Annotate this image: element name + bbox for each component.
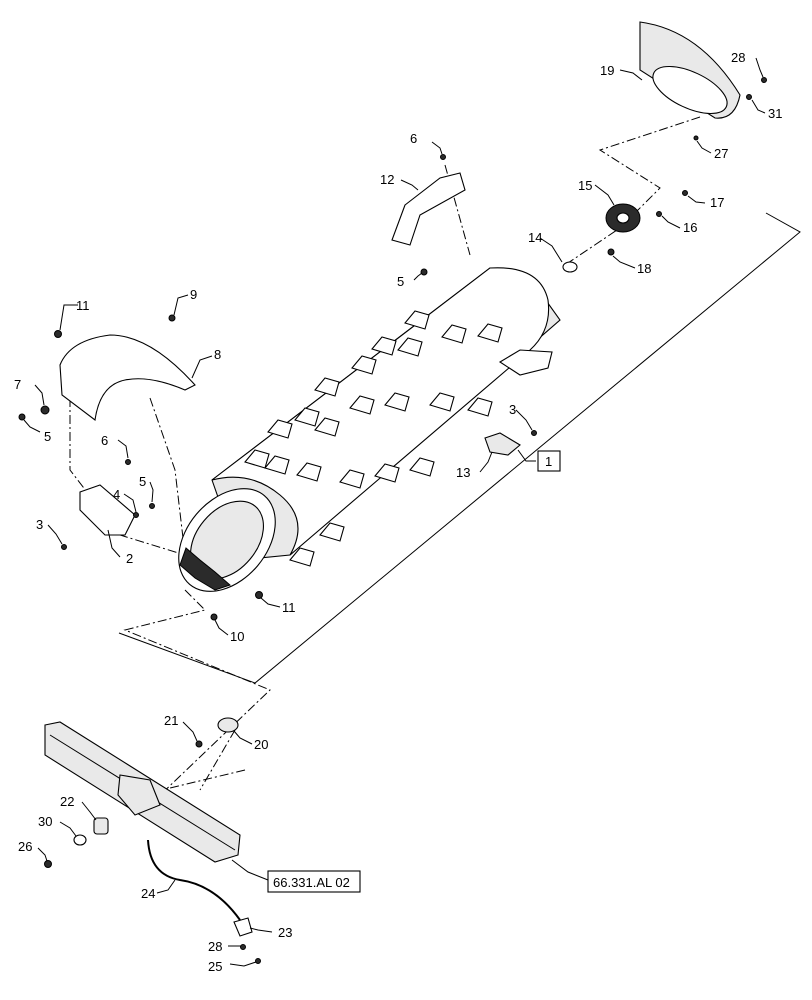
callout-1: 1 (545, 454, 552, 469)
callout-16: 16 (683, 220, 697, 235)
hardware (18, 77, 767, 964)
flange (217, 717, 239, 733)
callout-23: 23 (278, 925, 292, 940)
sprocket (605, 203, 641, 233)
callout-30: 30 (38, 814, 52, 829)
shield-disc (639, 21, 741, 119)
callout-6-top: 6 (410, 131, 417, 146)
callout-25: 25 (208, 959, 222, 974)
callout-1-box: 1 (537, 450, 561, 472)
rotor-tines (244, 310, 503, 567)
callout-15: 15 (578, 178, 592, 193)
plate (79, 484, 136, 536)
lower-frame (44, 721, 241, 863)
bracket (484, 432, 521, 456)
callout-5-top: 5 (397, 274, 404, 289)
reference-box[interactable]: 66.331.AL 02 (267, 870, 361, 893)
callout-2: 2 (126, 551, 133, 566)
callout-28: 28 (208, 939, 222, 954)
callout-29: 28 (731, 50, 745, 65)
callout-3-left: 3 (36, 517, 43, 532)
leader-lines (23, 57, 766, 967)
callout-labels: 11 9 8 7 5 6 4 5 3 2 11 10 6 12 5 14 15 … (14, 50, 782, 974)
reference-label[interactable]: 66.331.AL 02 (273, 875, 350, 890)
callout-4: 4 (113, 487, 120, 502)
callout-12: 12 (380, 172, 394, 187)
rotor-drum (178, 267, 561, 592)
callout-19: 19 (600, 63, 614, 78)
callout-31: 31 (768, 106, 782, 121)
washer (562, 261, 578, 273)
callout-20: 20 (254, 737, 268, 752)
callout-8: 8 (214, 347, 221, 362)
assembly-outline (118, 212, 801, 684)
callout-13: 13 (456, 465, 470, 480)
callout-11-top: 11 (76, 298, 90, 313)
callout-10: 10 (230, 629, 244, 644)
callout-24: 24 (141, 886, 155, 901)
callout-11-bottom: 11 (282, 600, 296, 615)
callout-5-mid: 5 (139, 474, 146, 489)
callout-5-left: 5 (44, 429, 51, 444)
callout-3-right: 3 (509, 402, 516, 417)
clip (233, 917, 253, 937)
callout-17: 17 (710, 195, 724, 210)
washer-lower (73, 834, 87, 846)
upper-shroud-segment (391, 172, 466, 246)
callout-22: 22 (60, 794, 74, 809)
callout-6-left: 6 (101, 433, 108, 448)
shroud-panel (59, 334, 196, 422)
cable (147, 839, 241, 921)
callout-26: 26 (18, 839, 32, 854)
bushing (93, 817, 109, 835)
callout-9: 9 (190, 287, 197, 302)
callout-18: 18 (637, 261, 651, 276)
callout-21: 21 (164, 713, 178, 728)
callout-27: 27 (714, 146, 728, 161)
callout-14: 14 (528, 230, 542, 245)
callout-7: 7 (14, 377, 21, 392)
